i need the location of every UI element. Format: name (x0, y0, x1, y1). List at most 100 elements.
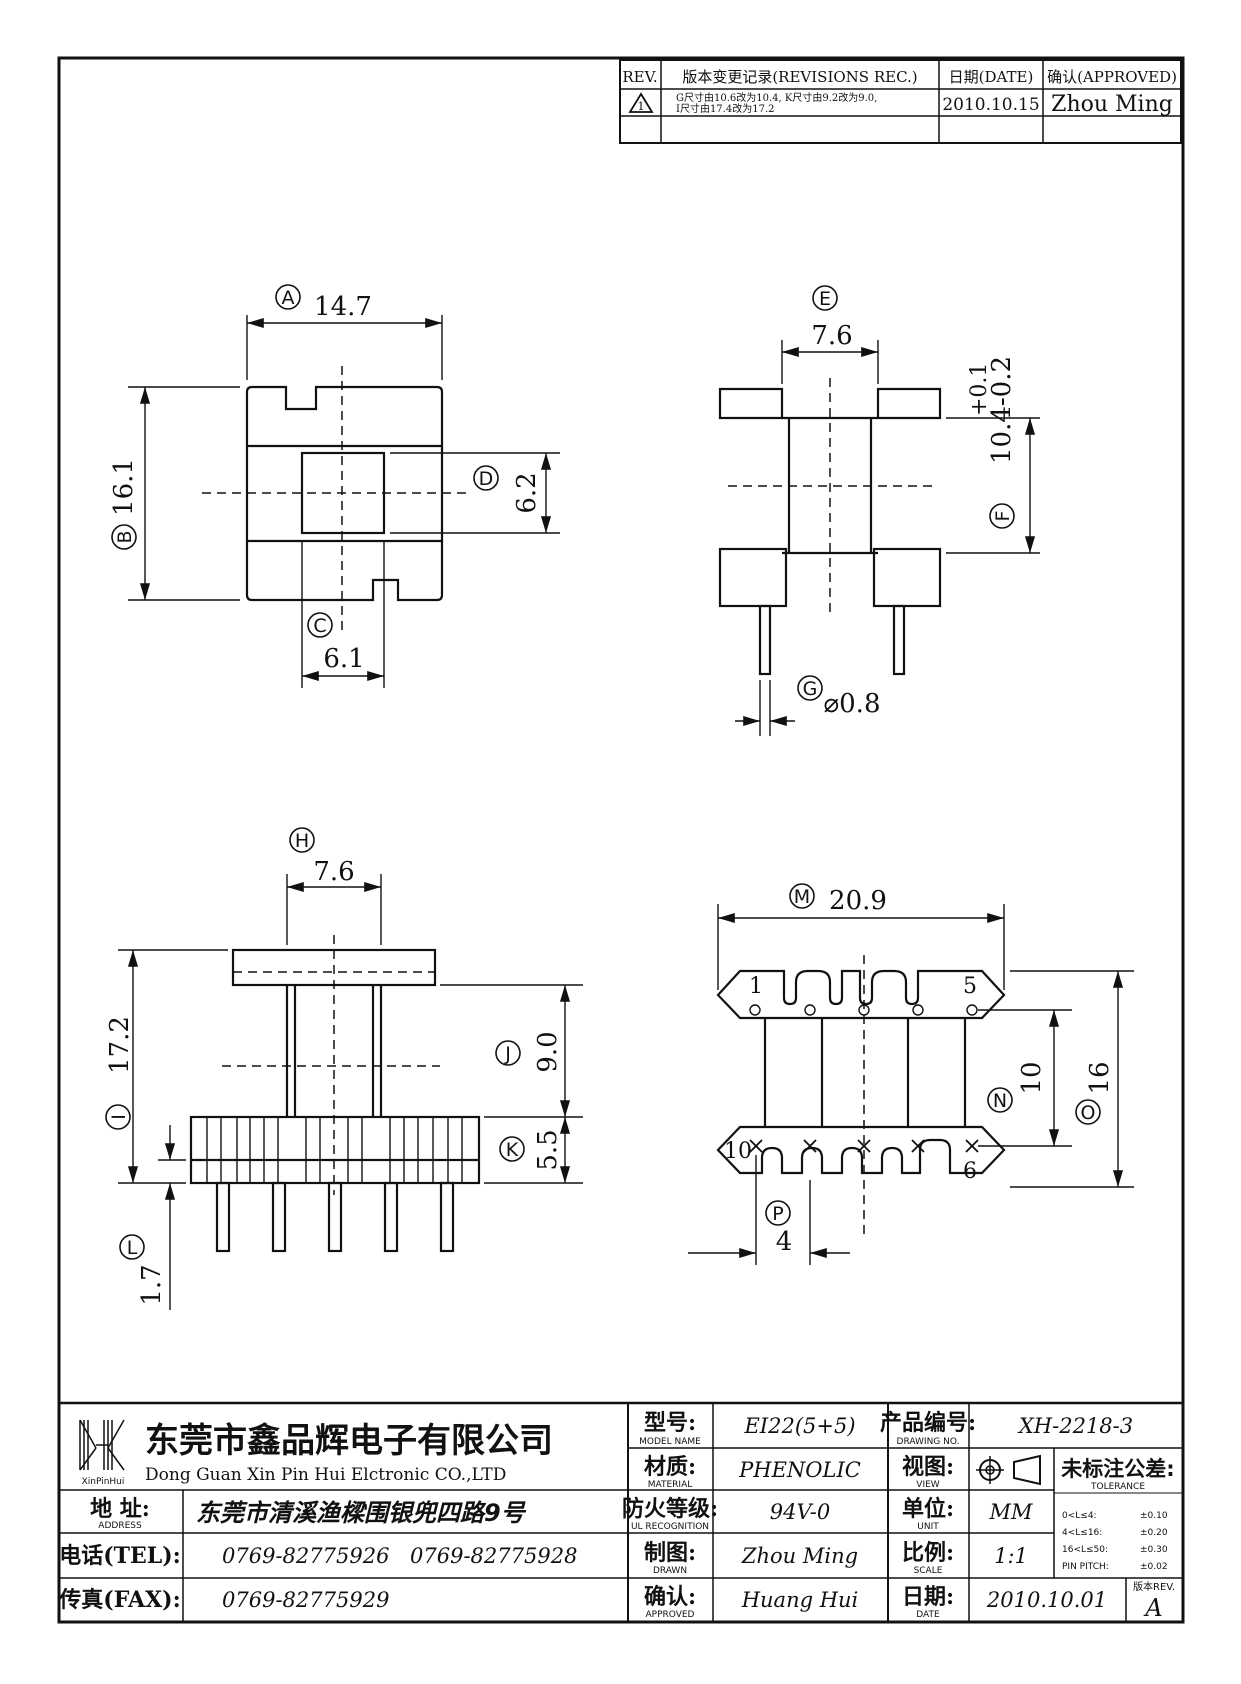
rev-record-line2: I尺寸由17.4改为17.2 (676, 102, 774, 115)
company-name-cn: 东莞市鑫品辉电子有限公司 (145, 1421, 553, 1461)
dim-o-value: 16 (1085, 1061, 1115, 1094)
dim-n-letter: N (993, 1090, 1007, 1112)
dim-p-value: 4 (776, 1227, 793, 1257)
tol-range-1: 4<L≤16: (1062, 1528, 1102, 1538)
date-header: 日期(DATE) (949, 68, 1034, 86)
dim-f-value: 10.4-0.2 (987, 356, 1017, 464)
unit-label-en: UNIT (917, 1522, 939, 1532)
company-logo-icon (74, 1416, 132, 1474)
sheet-border (57, 56, 1185, 1624)
dim-a-value: 14.7 (314, 292, 372, 322)
rev-approved: Zhou Ming (1051, 92, 1173, 117)
model-label: 型号: (644, 1410, 696, 1436)
revision-triangle-icon (628, 92, 654, 113)
rev-date: 2010.10.15 (942, 95, 1039, 115)
company-name-en: Dong Guan Xin Pin Hui Elctronic CO.,LTD (145, 1465, 506, 1485)
front-pins (215, 1181, 455, 1253)
drawn-label: 制图: (644, 1540, 696, 1566)
drawing-no-value: XH-2218-3 (1017, 1414, 1133, 1438)
title-block: XinPinHui 东莞市鑫品辉电子有限公司 Dong Guan Xin Pin… (58, 1401, 1183, 1622)
address-value: 东莞市清溪渔樑围银兜四路9号 (196, 1499, 527, 1527)
approved-value: Huang Hui (741, 1588, 859, 1612)
tol-value-2: ±0.30 (1140, 1545, 1168, 1555)
side-view: E 7.6 F 10.4-0.2 +0.1 G ⌀0.8 (718, 285, 1040, 736)
date-value: 2010.10.01 (986, 1588, 1107, 1612)
dim-f-tol: +0.1 (967, 363, 992, 416)
dim-m-value: 20.9 (829, 886, 887, 916)
top-view: A 14.7 B 16.1 D 6.2 C 6.1 (109, 284, 560, 688)
dim-d-value: 6.2 (512, 472, 542, 513)
dim-e-value: 7.6 (811, 321, 852, 351)
rev-number: 1 (638, 100, 645, 113)
date-label: 日期: (902, 1584, 954, 1610)
tel-label: 电话(TEL): (59, 1543, 181, 1569)
address-label: 地 址: (90, 1496, 150, 1522)
revision-block: REV. 版本变更记录(REVISIONS REC.) 日期(DATE) 确认(… (619, 59, 1182, 144)
tel-value-1: 0769-82775926 (222, 1544, 389, 1568)
dim-i-value: 17.2 (105, 1016, 135, 1074)
dim-c-letter: C (313, 615, 326, 637)
first-angle-projection-icon (976, 1454, 1041, 1486)
unit-label: 单位: (902, 1496, 954, 1522)
dim-j-letter: J (504, 1043, 511, 1065)
approved-header: 确认(APPROVED) (1047, 68, 1177, 86)
dim-d-letter: D (479, 468, 494, 490)
dim-i-letter: I (108, 1114, 130, 1120)
dim-f-letter: F (992, 511, 1014, 522)
dim-l-value: 1.7 (137, 1264, 167, 1305)
drawn-label-en: DRAWN (653, 1566, 687, 1576)
material-label-en: MATERIAL (648, 1480, 693, 1490)
scale-label-en: SCALE (914, 1566, 943, 1576)
unit-value: MM (988, 1500, 1033, 1524)
dim-e-letter: E (819, 288, 831, 310)
approved-label: 确认: (644, 1584, 696, 1610)
dim-k-value: 5.5 (533, 1129, 563, 1170)
tol-range-2: 16<L≤50: (1062, 1545, 1108, 1555)
dim-l-letter: L (127, 1237, 138, 1259)
logo-text: XinPinHui (82, 1477, 125, 1487)
scale-label: 比例: (902, 1540, 954, 1566)
dim-g-value: ⌀0.8 (823, 689, 880, 719)
date-label-en: DATE (916, 1610, 940, 1620)
material-value: PHENOLIC (738, 1458, 861, 1482)
front-view: H 7.6 I 17.2 J 9.0 K 5.5 L (105, 827, 583, 1310)
dim-o-letter: O (1081, 1102, 1096, 1124)
rev-record-line1: G尺寸由10.6改为10.4, K尺寸由9.2改为9.0, (676, 91, 877, 104)
dim-n-value: 10 (1017, 1061, 1047, 1094)
material-label: 材质: (644, 1454, 696, 1480)
model-label-en: MODEL NAME (639, 1437, 701, 1447)
tol-value-1: ±0.20 (1140, 1528, 1168, 1538)
scale-value: 1:1 (994, 1544, 1028, 1568)
model-value: EI22(5+5) (743, 1414, 855, 1438)
dim-g-letter: G (803, 678, 818, 700)
ul-label-en: UL RECOGNITION (631, 1522, 709, 1532)
view-label-en: VIEW (916, 1480, 939, 1490)
tol-range-0: 0<L≤4: (1062, 1511, 1097, 1521)
address-label-en: ADDRESS (98, 1521, 142, 1531)
fax-label: 传真(FAX): (58, 1587, 180, 1613)
approved-label-en: APPROVED (646, 1610, 695, 1620)
drawn-value: Zhou Ming (741, 1544, 858, 1568)
base-slots (206, 1117, 463, 1183)
pin-label-5: 5 (963, 974, 977, 999)
view-label: 视图: (902, 1454, 954, 1480)
dim-a-letter: A (282, 287, 295, 309)
tolerance-label-en: TOLERANCE (1090, 1482, 1145, 1492)
dim-b-value: 16.1 (109, 458, 139, 516)
tol-range-3: PIN PITCH: (1062, 1562, 1109, 1572)
rev-header: REV. (622, 68, 657, 86)
dim-c-value: 6.1 (323, 644, 364, 674)
bottom-view: 1 5 10 6 M 20.9 N 10 O 16 P (688, 883, 1134, 1265)
ul-value: 94V-0 (770, 1500, 830, 1524)
tol-value-3: ±0.02 (1140, 1562, 1168, 1572)
ul-label: 防火等级: (622, 1496, 718, 1522)
pin-label-10: 10 (724, 1139, 752, 1164)
dim-h-value: 7.6 (313, 857, 354, 887)
rev-value: A (1143, 1594, 1162, 1622)
pin-label-6: 6 (963, 1159, 977, 1184)
drawing-no-label: 产品编号: (880, 1410, 976, 1436)
dim-p-letter: P (772, 1203, 783, 1225)
dim-k-letter: K (506, 1139, 519, 1161)
rev-label: 版本REV. (1133, 1580, 1175, 1593)
